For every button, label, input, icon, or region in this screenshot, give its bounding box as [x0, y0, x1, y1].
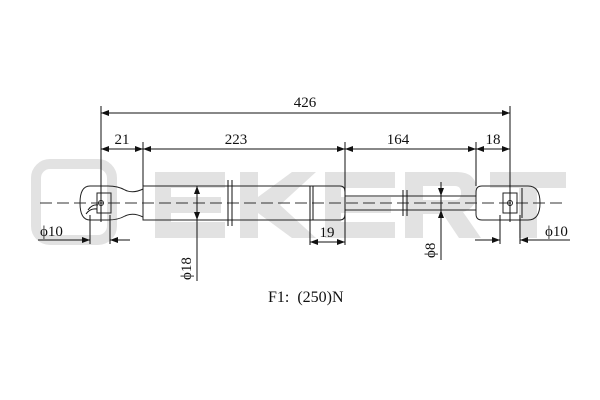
left-fitting-length-label: 21	[115, 132, 130, 148]
right-end-fitting	[475, 185, 541, 221]
watermark-letter-k	[240, 172, 316, 238]
collar-length-label: 19	[320, 225, 335, 241]
left-end-fitting	[79, 185, 144, 221]
watermark-letter-t	[490, 172, 566, 238]
watermark-letter-r	[405, 172, 481, 238]
left-eye-block	[96, 192, 112, 214]
body-length-label: 223	[225, 132, 248, 148]
force-label: F1: (250)N	[268, 289, 344, 306]
left-fitting-detail	[85, 204, 99, 215]
body-diameter-label: ϕ18	[179, 257, 195, 280]
right-eye-diameter-label: ϕ10	[545, 224, 568, 240]
rod-length-label: 164	[387, 132, 410, 148]
watermark-letter-e	[155, 172, 225, 238]
watermark-letter-e	[325, 172, 395, 238]
overall-length-label: 426	[294, 95, 317, 111]
left-eye-diameter-label: ϕ10	[40, 224, 63, 240]
cylinder-body	[142, 185, 346, 221]
rod-diameter-label: ϕ8	[423, 243, 439, 258]
right-fitting-length-label: 18	[486, 132, 501, 148]
piston-rod	[344, 195, 477, 211]
